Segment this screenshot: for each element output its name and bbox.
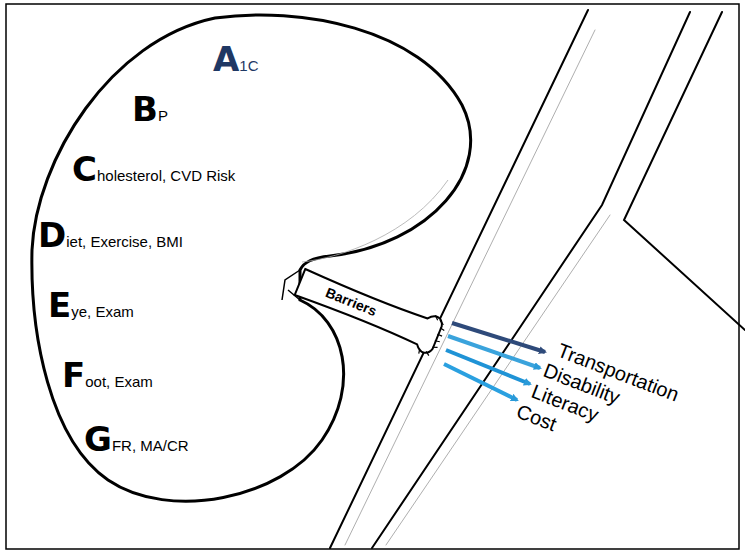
frame-border [6, 4, 739, 549]
vessel-wall [624, 12, 745, 330]
stitch-marks [418, 314, 449, 359]
care-item: BP [132, 92, 168, 126]
barrier-arrow [452, 323, 545, 352]
barrier-arrow [444, 364, 517, 400]
care-item: A1C [213, 42, 259, 76]
care-item: Eye, Exam [48, 288, 134, 322]
tube-body [293, 264, 445, 355]
care-item: GFR, MA/CR [84, 422, 189, 456]
barrier-arrow [448, 336, 540, 368]
barrier-arrow [446, 350, 530, 384]
care-item: Cholesterol, CVD Risk [72, 152, 235, 186]
kidney-shade [302, 180, 448, 262]
kidney-shape [32, 15, 471, 501]
kidney-node: A1C BP Cholesterol, CVD RiskDiet, Exercise… [0, 0, 500, 540]
care-item: Diet, Exercise, BMI [38, 218, 183, 252]
care-item: Foot, Exam [62, 358, 153, 392]
kidney-outline [0, 0, 500, 540]
